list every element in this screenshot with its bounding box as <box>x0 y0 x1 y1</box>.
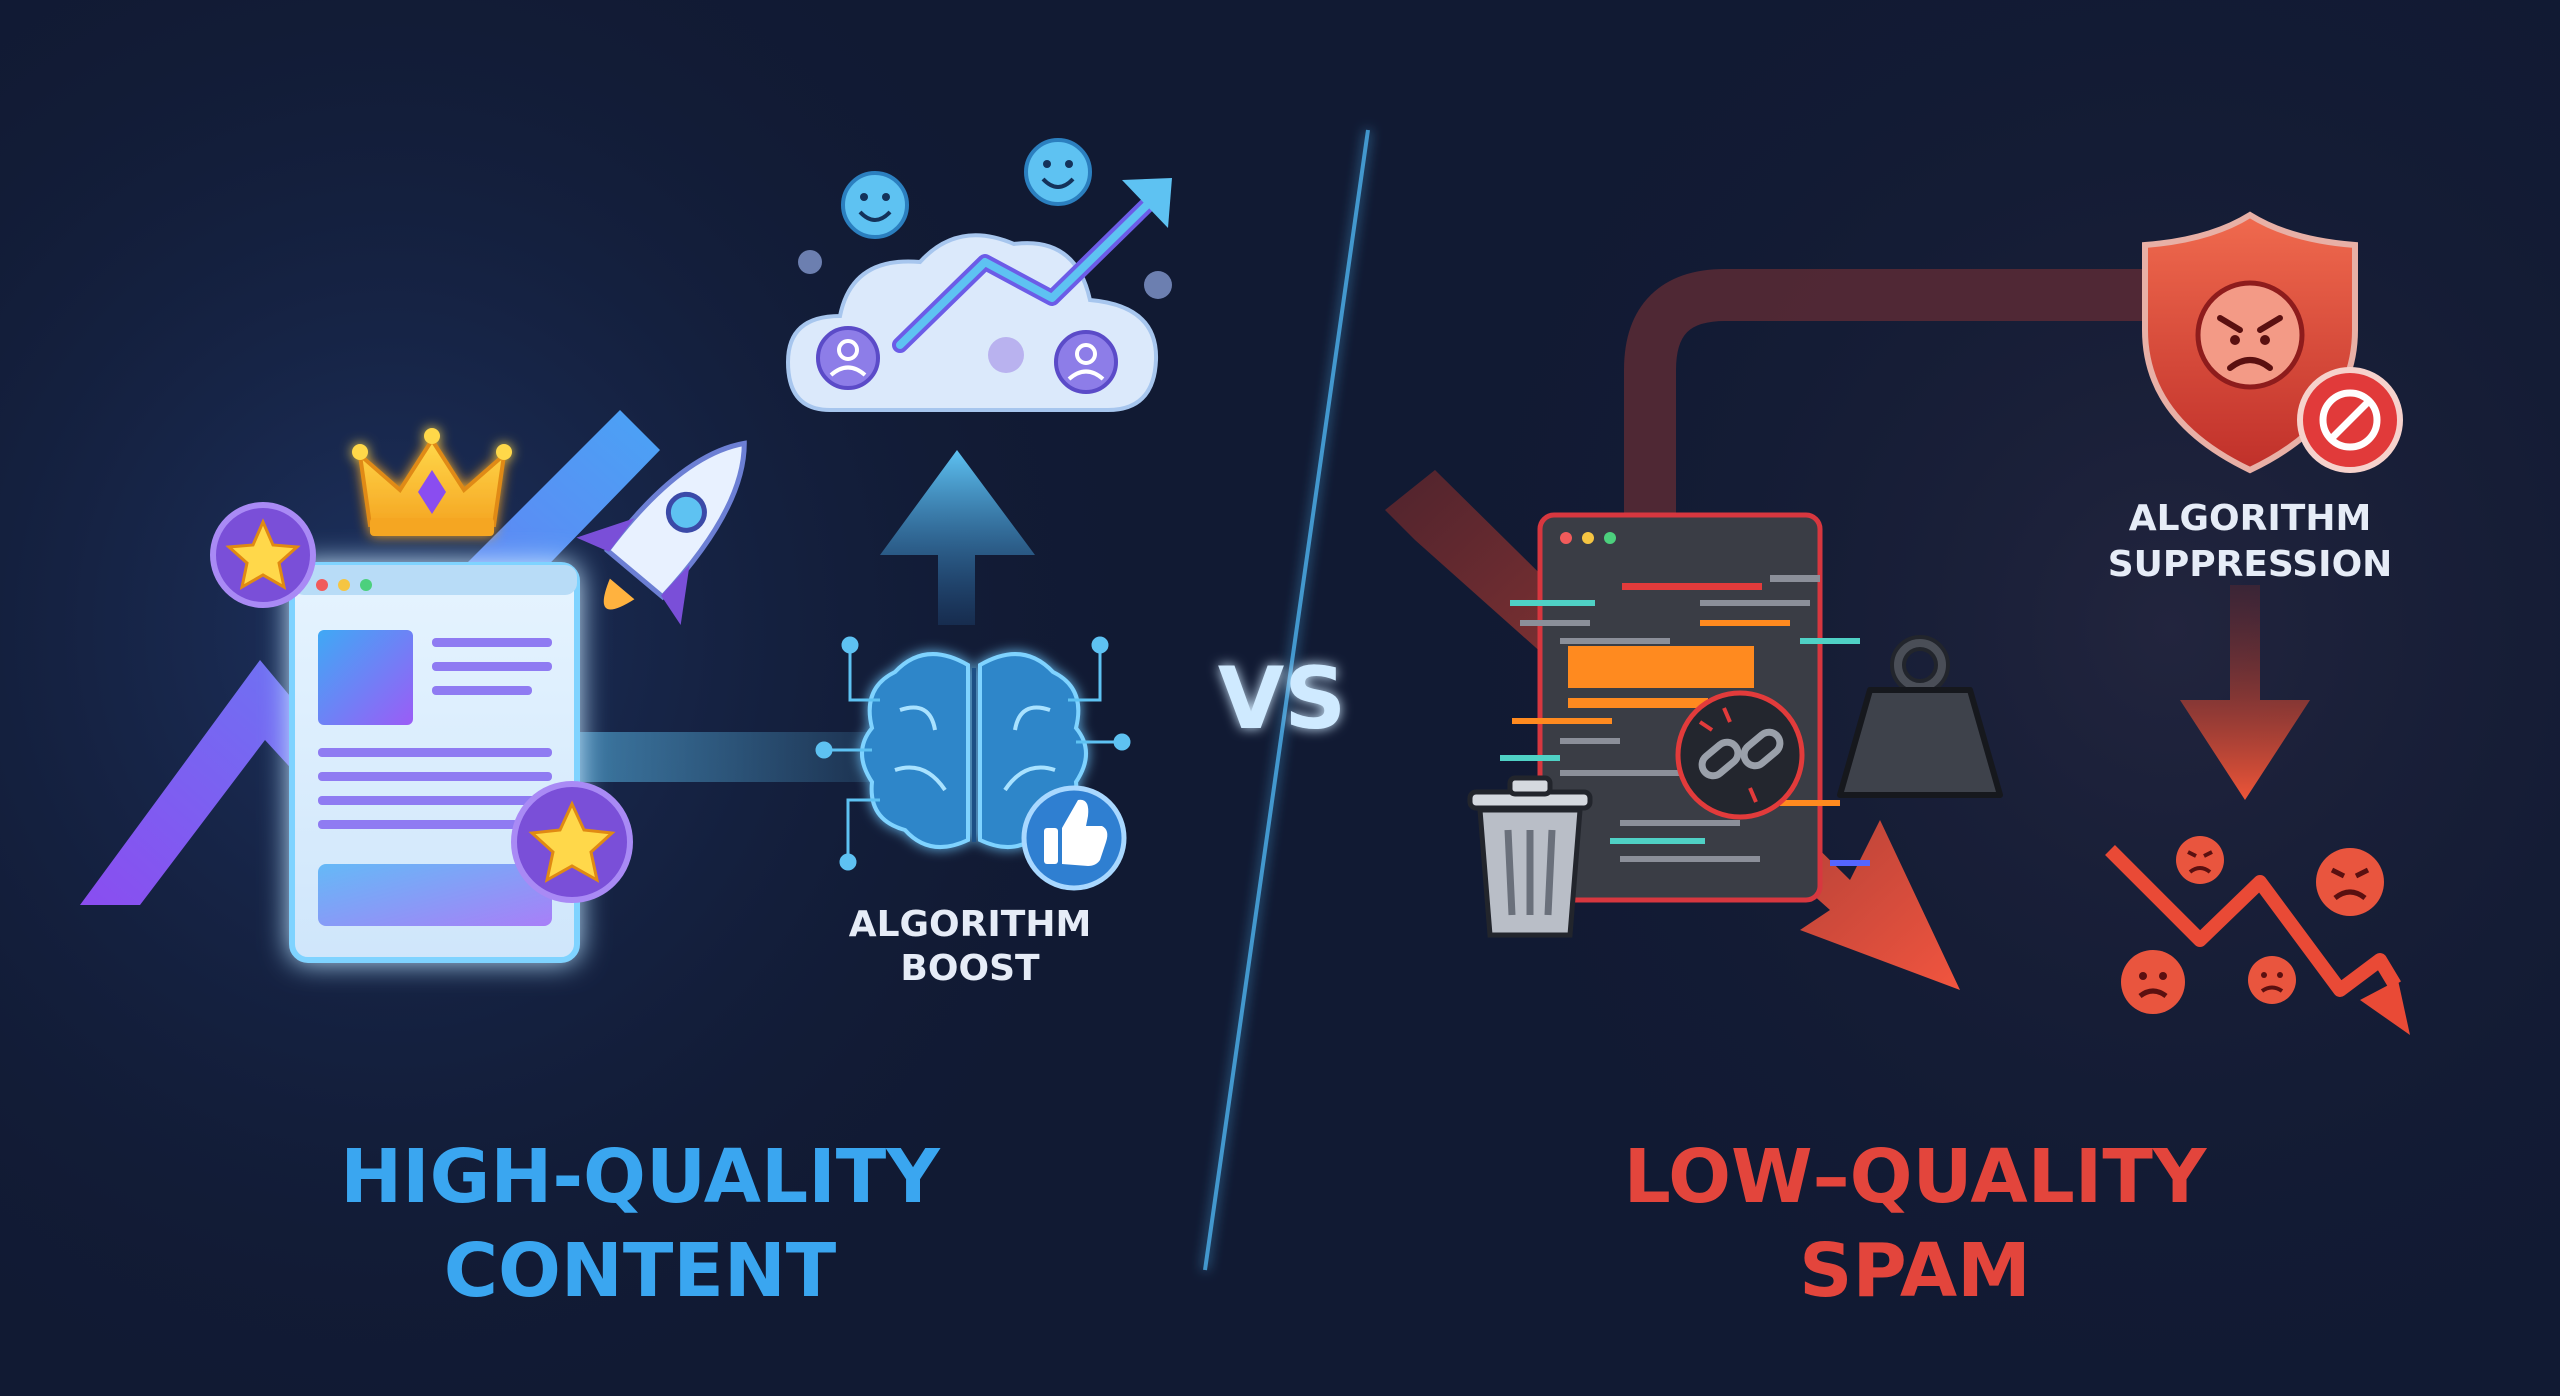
trend-chevron <box>80 410 660 905</box>
angry-face-icon <box>2176 836 2224 884</box>
document-details <box>292 565 577 926</box>
down-arrow-icon <box>2180 585 2310 800</box>
suppression-flow-arrow <box>1624 269 2150 540</box>
user-icon <box>1054 330 1118 394</box>
up-arrow-icon <box>880 450 1035 625</box>
user-icon <box>816 326 880 390</box>
trash-can-icon <box>1467 775 1593 938</box>
weight-icon <box>1837 635 2003 798</box>
divider <box>1203 129 1370 1271</box>
sad-face-icon <box>2248 956 2296 1004</box>
image-placeholder <box>318 630 413 725</box>
vs-label: VS <box>1218 649 1347 749</box>
low-quality-title-line1: LOW–QUALITY <box>1624 1134 2208 1220</box>
smiley-icon <box>1024 138 1092 206</box>
trend-up-arrow-icon <box>892 178 1172 353</box>
left-glow <box>0 0 1300 1396</box>
decline-trend-line <box>2105 845 2410 1035</box>
cloud-dot <box>988 337 1024 373</box>
algorithm-suppression-label-line2: SUPPRESSION <box>2108 544 2393 585</box>
decor-dot <box>1144 271 1172 299</box>
connection-beam <box>560 732 890 782</box>
high-quality-title-line1: HIGH-QUALITY <box>340 1134 941 1220</box>
algorithm-suppression-label-line1: ALGORITHM <box>2129 498 2372 539</box>
high-quality-title-line2: CONTENT <box>444 1228 837 1314</box>
low-quality-title-line2: SPAM <box>1799 1228 2031 1314</box>
prohibited-icon <box>2297 367 2403 473</box>
broken-link-icon <box>1675 690 1805 820</box>
angry-face-icon <box>2316 848 2384 916</box>
star-icon <box>210 502 316 608</box>
brain-circuit-lines <box>815 636 1131 871</box>
smiley-icon <box>841 171 909 239</box>
sad-face-icon <box>2121 950 2185 1014</box>
algorithm-boost-label-line2: BOOST <box>900 948 1040 989</box>
crown-icon <box>352 428 512 536</box>
rocket-icon <box>576 440 747 625</box>
decor-dot <box>798 250 822 274</box>
angry-face-icon <box>2195 280 2305 390</box>
thumbs-up-icon <box>1021 785 1127 891</box>
star-icon <box>511 781 633 903</box>
algorithm-boost-label-line1: ALGORITHM <box>849 904 1092 945</box>
